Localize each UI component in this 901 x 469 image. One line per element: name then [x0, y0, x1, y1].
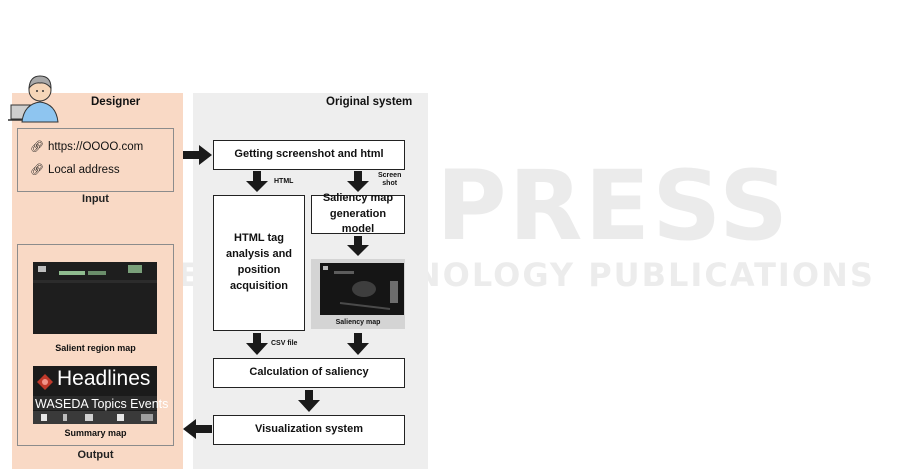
saliency-map-image	[320, 263, 404, 315]
csv-file-label: CSV file	[271, 340, 298, 347]
summary-headline-text: Headlines	[57, 367, 151, 390]
arrow-map-to-calculation	[347, 333, 369, 355]
salient-region-map-image	[33, 262, 157, 334]
url-row: 🔗︎ https://OOOO.com	[30, 140, 144, 154]
designer-title: Designer	[91, 96, 141, 108]
screenshot-label: Screen shot	[378, 172, 401, 189]
input-box	[17, 128, 174, 192]
link-icon: 🔗︎	[30, 164, 44, 176]
designer-avatar-icon	[8, 75, 59, 123]
tag-analysis-box: HTML tag analysis and position acquisiti…	[213, 195, 305, 331]
visualization-box: Visualization system	[213, 415, 405, 445]
screenshot-label-line2: shot	[382, 180, 398, 188]
arrow-to-saliency-model	[347, 171, 369, 192]
getting-screenshot-box: Getting screenshot and html	[213, 140, 405, 170]
arrow-input-to-system	[183, 145, 212, 165]
local-address-text: Local address	[47, 163, 120, 176]
link-icon: 🔗︎	[30, 141, 44, 153]
arrow-to-saliency-map	[347, 236, 369, 256]
arrow-tag-to-calculation	[246, 333, 268, 355]
arrow-to-tag-analysis	[246, 171, 268, 192]
summary-map-image	[33, 366, 157, 424]
saliency-model-box: Saliency map generation model	[311, 192, 405, 235]
saliency-map-caption: Saliency map	[335, 319, 381, 326]
original-system-title: Original system	[326, 96, 413, 108]
input-label: Input	[82, 193, 109, 205]
arrow-to-visualization	[298, 390, 320, 412]
summary-menu-text: WASEDA Topics Events	[35, 397, 169, 411]
local-address-row: 🔗︎ Local address	[30, 163, 120, 177]
arrow-to-output	[183, 419, 212, 439]
output-label: Output	[77, 449, 114, 461]
calculation-box: Calculation of saliency	[213, 358, 405, 388]
url-text: https://OOOO.com	[47, 140, 144, 153]
html-label: HTML	[274, 178, 294, 185]
salient-region-caption: Salient region map	[55, 343, 136, 353]
screenshot-label-line1: Screen	[378, 172, 402, 179]
summary-map-caption: Summary map	[64, 428, 127, 438]
